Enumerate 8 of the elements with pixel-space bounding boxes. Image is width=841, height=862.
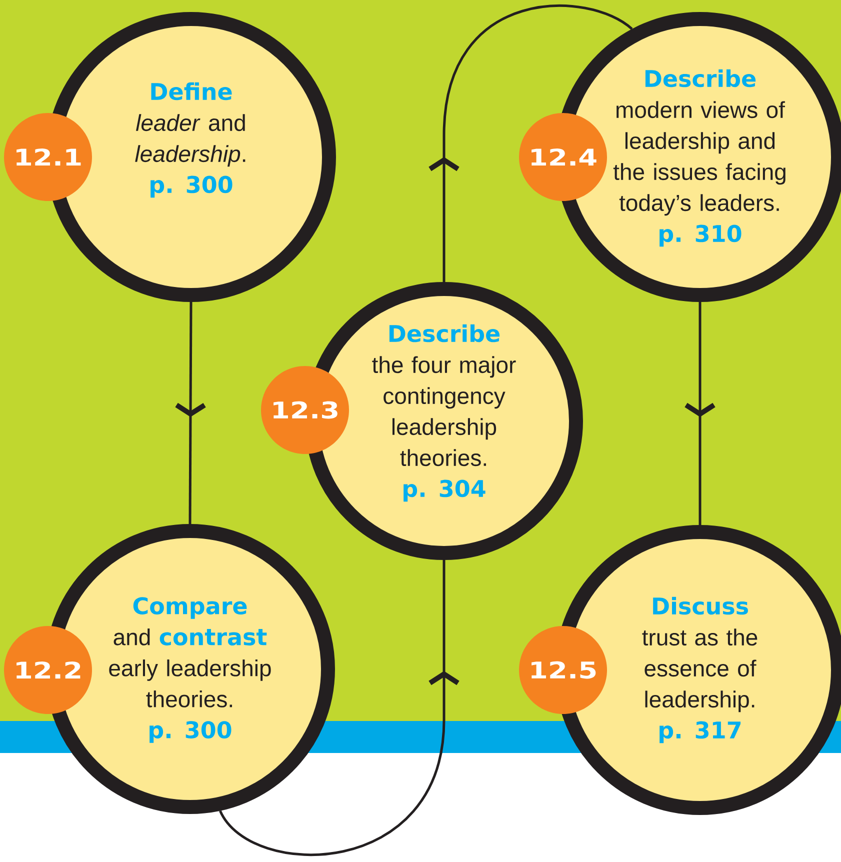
heading-text: p. 300: [150, 176, 232, 198]
description-text: leader and leadership.: [135, 114, 246, 167]
heading-text: Define: [151, 82, 232, 100]
description-text: the four major contingency leadership theories.: [372, 356, 516, 466]
heading-text: Describe: [389, 324, 500, 342]
number-badge: 12.3: [261, 366, 349, 454]
heading-text: p. 304: [404, 480, 486, 502]
number-badge: 12.1: [4, 113, 92, 201]
